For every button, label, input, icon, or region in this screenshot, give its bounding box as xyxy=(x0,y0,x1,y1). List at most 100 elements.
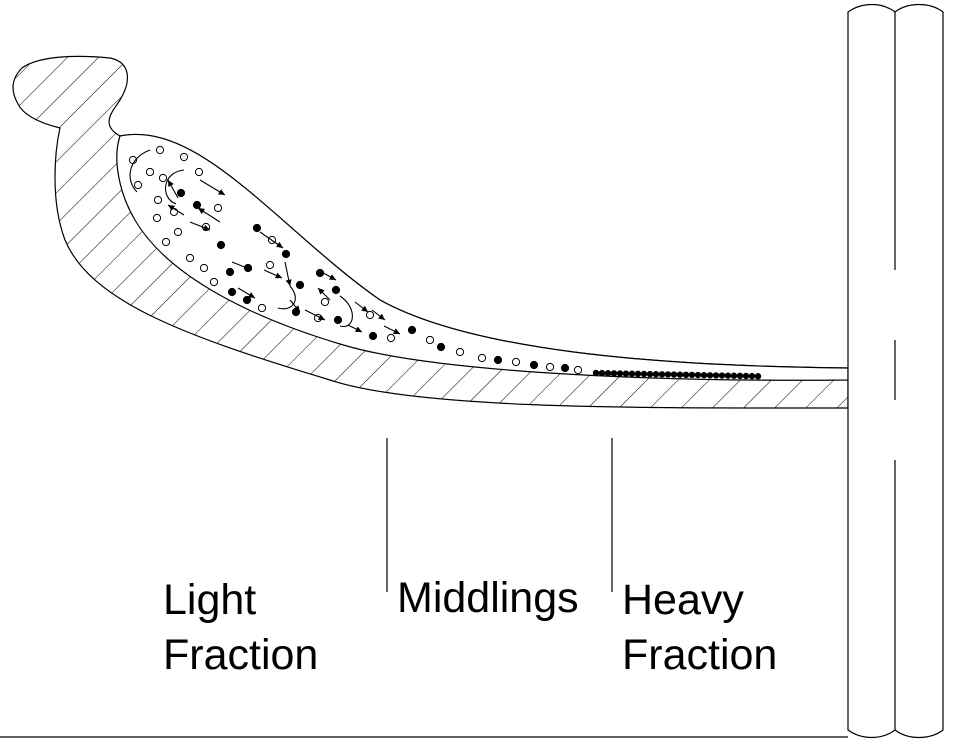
vortex-arrow xyxy=(339,295,353,327)
heavy-particle xyxy=(682,371,690,378)
light-particle xyxy=(365,310,375,320)
light-particle xyxy=(209,277,219,287)
light-particle xyxy=(425,335,435,345)
heavy-particle xyxy=(529,360,539,370)
heavy-particle xyxy=(225,267,235,277)
heavy-particle xyxy=(436,342,446,352)
light-particle xyxy=(133,180,143,190)
light-particle xyxy=(545,362,555,372)
pulp-flow-region xyxy=(116,133,849,381)
heavy-particle xyxy=(610,370,618,377)
heavy-particle xyxy=(628,370,636,377)
heavy-particle xyxy=(676,371,684,378)
heavy-particle xyxy=(688,371,696,379)
heavy-particle xyxy=(227,287,237,297)
light-particle xyxy=(199,263,209,273)
flow-arrow-head xyxy=(203,224,210,231)
heavy-particle xyxy=(331,285,341,295)
flow-arrow-head xyxy=(318,314,325,320)
flow-arrow-head xyxy=(275,272,282,279)
heavy-particle xyxy=(664,371,672,378)
flow-arrow-head xyxy=(276,241,283,248)
vortex-arrow xyxy=(129,149,151,193)
heavy-particle xyxy=(670,371,678,378)
heavy-particle xyxy=(694,371,702,379)
heavy-particle xyxy=(242,295,252,305)
light-particle xyxy=(179,152,189,162)
label-heavy-line2: Fraction xyxy=(622,631,777,679)
flow-arrows xyxy=(129,149,401,335)
flow-arrow-head xyxy=(245,264,252,271)
light-particle xyxy=(455,347,465,357)
light-particle xyxy=(477,353,487,363)
label-light-line1: Light xyxy=(163,576,256,624)
heavy-particle xyxy=(754,373,762,380)
heavy-particle xyxy=(706,372,714,379)
heavy-particle xyxy=(640,370,648,378)
heavy-particle xyxy=(742,372,750,380)
heavy-particle xyxy=(700,371,708,379)
heavy-particle xyxy=(281,249,291,259)
heavy-particle xyxy=(560,363,570,373)
light-particle xyxy=(155,145,165,155)
heavy-particle xyxy=(295,280,305,290)
flow-arrow-head xyxy=(318,288,325,295)
heavy-particle xyxy=(176,188,186,198)
heavy-particle xyxy=(616,370,624,377)
light-particle xyxy=(152,213,162,223)
light-particle xyxy=(194,167,204,177)
heavy-particle xyxy=(634,370,642,378)
label-heavy-line1: Heavy xyxy=(622,576,744,624)
flow-arrow-head xyxy=(248,292,255,298)
heavy-particle xyxy=(493,355,503,365)
heavy-particle xyxy=(652,371,660,378)
light-particle xyxy=(185,253,195,263)
light-particle xyxy=(161,237,171,247)
flow-arrow-head xyxy=(198,208,205,214)
light-particle xyxy=(213,203,223,213)
heavy-particle xyxy=(748,372,756,380)
label-light-line2: Fraction xyxy=(163,631,318,679)
heavy-particle xyxy=(646,370,654,378)
flow-arrow-head xyxy=(168,180,174,187)
heavy-particle xyxy=(598,369,606,377)
flow-arrow-head xyxy=(329,274,336,280)
flow-arrow-head xyxy=(293,305,300,312)
flow-arrow-head xyxy=(378,313,385,320)
vortex-arrow xyxy=(277,285,296,310)
label-light-fraction: Light Fraction xyxy=(163,576,318,679)
central-column xyxy=(847,3,944,739)
label-middlings: Middlings xyxy=(397,574,579,622)
heavy-particle xyxy=(718,372,726,379)
heavy-particle xyxy=(252,223,262,233)
light-particle xyxy=(320,297,330,307)
label-heavy-fraction: Heavy Fraction xyxy=(622,576,777,679)
particles xyxy=(128,145,762,380)
heavy-particle xyxy=(622,370,630,377)
flow-arrow-head xyxy=(285,279,292,286)
heavy-particle xyxy=(592,369,600,377)
flow-arrow-head xyxy=(393,328,400,334)
heavy-particle xyxy=(333,315,343,325)
light-particle xyxy=(145,167,155,177)
heavy-particle xyxy=(730,372,738,379)
light-particle xyxy=(386,333,396,343)
heavy-particle xyxy=(604,370,612,377)
light-particle xyxy=(158,173,168,183)
flow-arrow-head xyxy=(361,305,368,312)
vortex-arrow xyxy=(164,169,185,205)
light-particle xyxy=(153,195,163,205)
flow-arrow-head xyxy=(355,326,362,332)
heavy-particle xyxy=(712,372,720,379)
heavy-particle xyxy=(407,325,417,335)
flow-arrow-head xyxy=(218,189,225,195)
light-particle xyxy=(511,357,521,367)
heavy-particle xyxy=(192,200,202,210)
light-particle xyxy=(257,303,267,313)
heavy-particle xyxy=(368,331,378,341)
light-particle xyxy=(265,260,275,270)
flow-arrow-head xyxy=(168,205,175,211)
heavy-particle xyxy=(724,372,732,379)
light-particle xyxy=(173,227,183,237)
